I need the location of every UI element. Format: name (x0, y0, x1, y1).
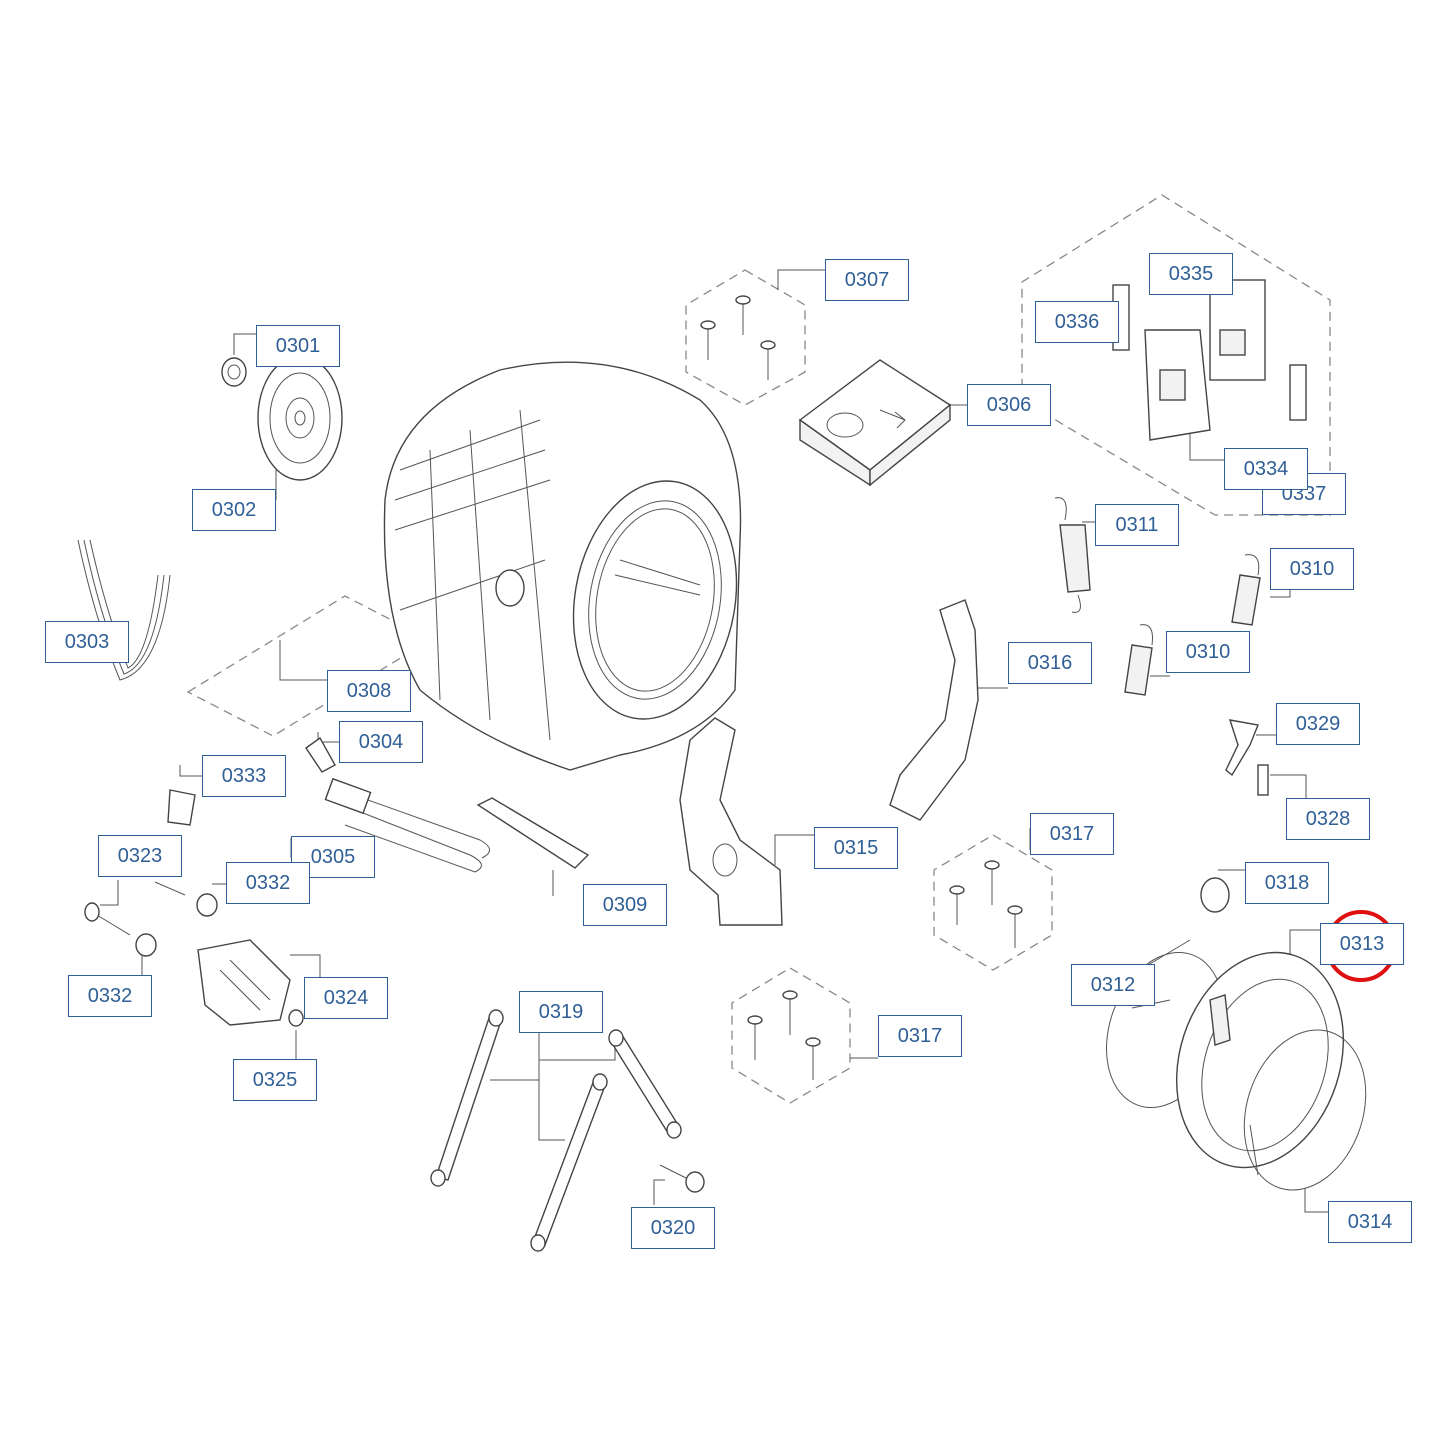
callout-0315[interactable]: 0315 (814, 827, 898, 869)
callout-0304[interactable]: 0304 (339, 721, 423, 763)
part-0313-door-seal (1175, 951, 1345, 1169)
callout-0320[interactable]: 0320 (631, 1207, 715, 1249)
part-0314-clamp-ring (1243, 1029, 1367, 1191)
part-0318-clamp (1200, 877, 1230, 913)
callout-0316[interactable]: 0316 (1008, 642, 1092, 684)
callout-0308[interactable]: 0308 (327, 670, 411, 712)
part-0302-pulley (257, 355, 343, 481)
callout-0328[interactable]: 0328 (1286, 798, 1370, 840)
part-0307-screws (700, 295, 776, 380)
callout-0314[interactable]: 0314 (1328, 1201, 1412, 1243)
part-0315-weight (679, 717, 783, 926)
callout-0306[interactable]: 0306 (967, 384, 1051, 426)
callout-0310-lower[interactable]: 0310 (1166, 631, 1250, 673)
callout-0332-upper[interactable]: 0332 (226, 862, 310, 904)
callout-0313[interactable]: 0313 (1320, 923, 1404, 965)
callout-0303[interactable]: 0303 (45, 621, 129, 663)
group-outline-0317a (933, 834, 1053, 971)
callout-0301[interactable]: 0301 (256, 325, 340, 367)
part-0310a-spring (1231, 554, 1261, 626)
part-0334-bracket (1144, 329, 1211, 441)
group-outline-0307 (685, 269, 806, 406)
part-0320-bolt (659, 1164, 705, 1193)
callout-0325[interactable]: 0325 (233, 1059, 317, 1101)
callout-0336[interactable]: 0336 (1035, 301, 1119, 343)
part-0309-lifter (476, 797, 590, 869)
callout-0317-lower[interactable]: 0317 (878, 1015, 962, 1057)
part-0311-spring (1054, 497, 1091, 613)
part-0324-pump (197, 939, 291, 1026)
part-0310b-spring (1124, 624, 1153, 696)
callout-0307[interactable]: 0307 (825, 259, 909, 301)
callout-0312[interactable]: 0312 (1071, 964, 1155, 1006)
part-0325-clip (288, 1009, 304, 1027)
part-0323-screw (84, 881, 186, 936)
callout-0317-upper[interactable]: 0317 (1030, 813, 1114, 855)
callout-0324[interactable]: 0324 (304, 977, 388, 1019)
part-0333-clip (167, 789, 196, 826)
part-0335-board (1209, 279, 1266, 381)
callout-0318[interactable]: 0318 (1245, 862, 1329, 904)
part-0319-shocks (430, 1009, 682, 1252)
callout-0309[interactable]: 0309 (583, 884, 667, 926)
part-0317b-screws (747, 990, 821, 1080)
callout-0329[interactable]: 0329 (1276, 703, 1360, 745)
part-0303-belt (77, 539, 171, 681)
callout-0332-lower[interactable]: 0332 (68, 975, 152, 1017)
part-0305-heater (324, 777, 490, 873)
callout-0333[interactable]: 0333 (202, 755, 286, 797)
group-outline-0334 (1021, 194, 1331, 516)
part-0329-clip (1225, 719, 1259, 777)
part-0317a-screws (949, 860, 1023, 948)
part-0328-sensor (1257, 764, 1269, 796)
part-0332b-nut (135, 933, 157, 957)
part-0337-connector (1289, 364, 1307, 421)
callout-0323[interactable]: 0323 (98, 835, 182, 877)
callout-0302[interactable]: 0302 (192, 489, 276, 531)
callout-0334[interactable]: 0334 (1224, 448, 1308, 490)
part-0316-weight (889, 599, 979, 821)
part-0301-ring (221, 357, 247, 387)
callout-0311[interactable]: 0311 (1095, 504, 1179, 546)
group-outline-0308 (186, 595, 432, 737)
part-0306-cover (798, 359, 952, 487)
group-outline-0317b (731, 967, 851, 1104)
part-0304-sensor (305, 736, 336, 773)
callout-0319[interactable]: 0319 (519, 991, 603, 1033)
part-tub (383, 361, 742, 771)
part-0332a-nut (196, 893, 218, 917)
callout-0335[interactable]: 0335 (1149, 253, 1233, 295)
callout-0310-upper[interactable]: 0310 (1270, 548, 1354, 590)
